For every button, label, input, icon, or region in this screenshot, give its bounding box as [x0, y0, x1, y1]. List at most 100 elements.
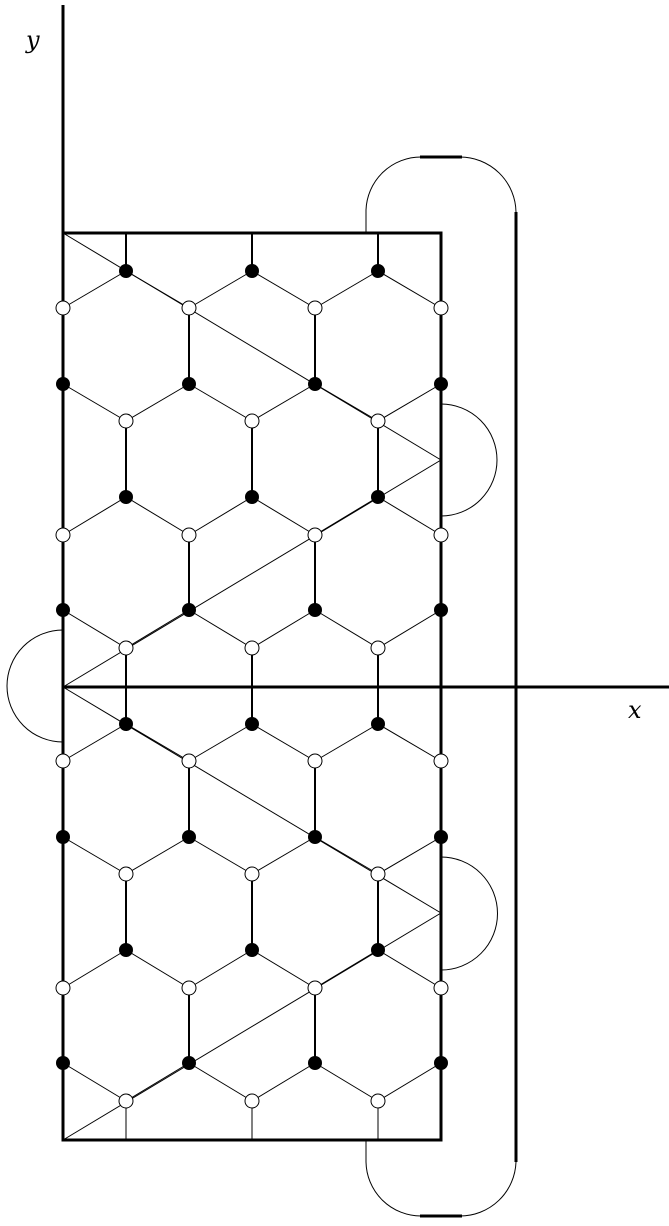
- lattice-edge: [125, 496, 190, 536]
- y-axis-label: y: [25, 26, 40, 54]
- lattice-edge: [251, 609, 316, 649]
- open-node: [307, 527, 323, 543]
- lattice-edge: [377, 723, 442, 762]
- filled-node: [308, 830, 322, 844]
- lattice-edge: [125, 836, 190, 875]
- lattice-edge: [188, 836, 253, 875]
- bottom-arc: [365, 1140, 517, 1217]
- lattice-edge: [62, 723, 127, 762]
- lattice-edge: [314, 836, 379, 875]
- lattice-edge: [251, 949, 316, 989]
- lattice-edge: [188, 496, 253, 536]
- right-arc-upper: [440, 403, 498, 517]
- filled-node: [56, 830, 70, 844]
- lattice-edge: [62, 1062, 127, 1102]
- lattice-edge: [251, 1062, 316, 1102]
- open-node: [181, 980, 197, 996]
- open-node: [181, 300, 197, 316]
- lattice-edge: [188, 1062, 253, 1102]
- lattice-edge: [188, 949, 253, 989]
- open-node: [370, 1093, 386, 1109]
- open-node: [370, 640, 386, 656]
- x-axis-label: x: [628, 696, 642, 724]
- open-node: [118, 1093, 134, 1109]
- filled-node: [245, 264, 259, 278]
- lattice-nodes: [55, 264, 449, 1109]
- lattice-edge: [314, 949, 379, 989]
- filled-node: [182, 830, 196, 844]
- lattice-edge: [314, 1062, 379, 1102]
- lattice-edge: [188, 609, 253, 649]
- lattice-edge: [62, 496, 127, 536]
- open-node: [370, 413, 386, 429]
- filled-node: [434, 830, 448, 844]
- open-node: [118, 413, 134, 429]
- left-arc: [6, 629, 64, 743]
- lattice-edge: [251, 836, 316, 875]
- filled-node: [434, 1056, 448, 1070]
- open-node: [307, 980, 323, 996]
- open-node: [307, 300, 323, 316]
- open-node: [244, 1093, 260, 1109]
- lattice-edge: [251, 496, 316, 536]
- lattice-edge: [62, 270, 127, 309]
- open-node: [307, 753, 323, 769]
- open-node: [370, 866, 386, 882]
- open-node: [433, 527, 449, 543]
- filled-node: [119, 717, 133, 731]
- lattice-edge: [251, 383, 316, 422]
- connection-arcs: [6, 155, 517, 1218]
- open-node: [433, 300, 449, 316]
- open-node: [118, 866, 134, 882]
- lattice-edge: [62, 836, 127, 875]
- filled-node: [119, 943, 133, 957]
- filled-node: [308, 377, 322, 391]
- lattice-edge: [251, 270, 316, 309]
- lattice-edge: [125, 1062, 190, 1102]
- lattice-edge: [314, 270, 379, 309]
- filled-node: [371, 490, 385, 504]
- open-node: [181, 753, 197, 769]
- lattice-edge: [125, 609, 190, 649]
- lattice-edges: [62, 270, 442, 1140]
- lattice-edge: [251, 723, 316, 762]
- right-arc-lower: [440, 856, 498, 971]
- filled-node: [371, 717, 385, 731]
- lattice-edge: [377, 836, 442, 875]
- lattice-edge: [62, 609, 127, 649]
- filled-node: [119, 264, 133, 278]
- open-node: [55, 980, 71, 996]
- lattice-edge: [377, 1062, 442, 1102]
- filled-node: [56, 1056, 70, 1070]
- lattice-edge: [188, 723, 253, 762]
- open-node: [55, 300, 71, 316]
- lattice-edge: [377, 949, 442, 989]
- open-node: [55, 527, 71, 543]
- lattice-edge: [314, 723, 379, 762]
- lattice-edge: [314, 609, 379, 649]
- lattice-thick-edges: [62, 233, 442, 1063]
- open-node: [181, 527, 197, 543]
- filled-node: [56, 603, 70, 617]
- filled-node: [245, 490, 259, 504]
- filled-node: [371, 264, 385, 278]
- lattice-edge: [125, 383, 190, 422]
- lattice-edge: [377, 496, 442, 536]
- lattice-edge: [125, 723, 190, 762]
- open-node: [244, 413, 260, 429]
- filled-node: [308, 1056, 322, 1070]
- filled-node: [182, 603, 196, 617]
- lattice-edge: [377, 383, 442, 422]
- top-arc: [365, 156, 517, 233]
- lattice-edge: [188, 383, 253, 422]
- filled-node: [182, 1056, 196, 1070]
- lattice-edge: [62, 949, 127, 989]
- filled-node: [434, 377, 448, 391]
- filled-node: [434, 603, 448, 617]
- open-node: [118, 640, 134, 656]
- open-node: [433, 980, 449, 996]
- filled-node: [245, 717, 259, 731]
- open-node: [244, 866, 260, 882]
- lattice-edge: [377, 270, 442, 309]
